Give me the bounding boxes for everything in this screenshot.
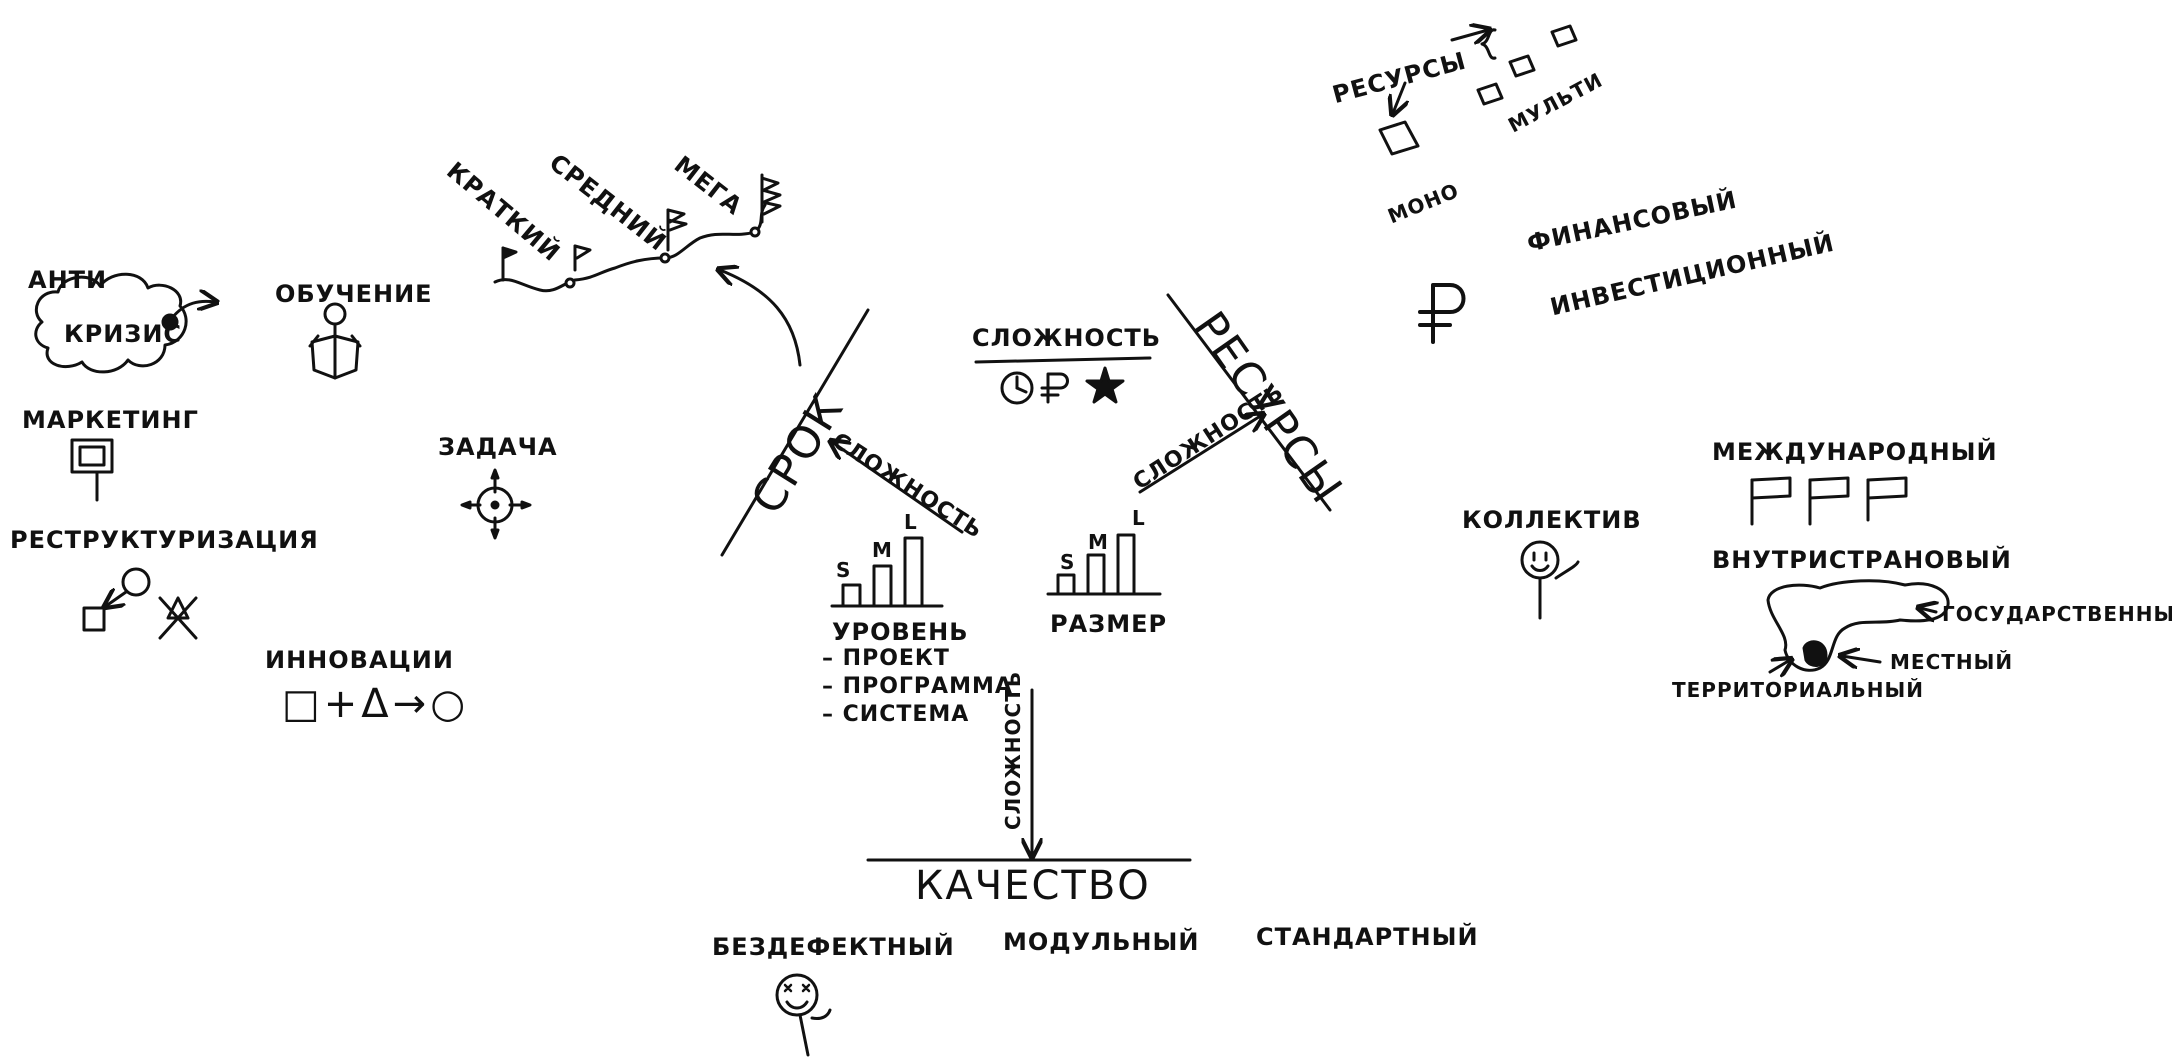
complexity-symbols-icon: [1000, 366, 1125, 405]
resources-complexity-arrow: [1138, 415, 1262, 494]
level-size-m: M: [872, 538, 893, 562]
marketing-sign-icon: [70, 438, 114, 502]
size-size-s: S: [1060, 550, 1076, 574]
restructuring-icon: [82, 567, 198, 640]
level-item-program: – ПРОГРАММА: [822, 674, 1013, 699]
quality-type-modular: МОДУЛЬНЫЙ: [1003, 928, 1200, 956]
task-label: ЗАДАЧА: [438, 433, 558, 461]
scope-territorial-label: ТЕРРИТОРИАЛЬНЫЙ: [1672, 678, 1924, 702]
quality-type-zero-defect: БЕЗДЕФЕКТНЫЙ: [712, 933, 955, 961]
level-title: УРОВЕНЬ: [832, 618, 969, 646]
marketing-label: МАРКЕТИНГ: [22, 406, 199, 434]
restructuring-label: РЕСТРУКТУРИЗАЦИЯ: [10, 526, 319, 554]
complexity-label: СЛОЖНОСТЬ: [972, 324, 1162, 352]
quality-type-standard: СТАНДАРТНЫЙ: [1256, 923, 1479, 951]
task-target-icon: [460, 468, 532, 540]
scope-domestic-label: ВНУТРИСТРАНОВЫЙ: [1712, 546, 2012, 574]
team-label: КОЛЛЕКТИВ: [1462, 506, 1642, 534]
level-bar-chart: [830, 536, 944, 608]
zero-defect-face-icon: [775, 973, 832, 1057]
horizon-mountain: [493, 173, 782, 293]
resources-axis-line: [1166, 293, 1332, 512]
duration-complexity-arrow: [832, 442, 964, 534]
resources-mono-multi-icon: [1378, 26, 1578, 156]
crisis-cloud-icon: [34, 272, 215, 374]
level-size-l: L: [904, 510, 918, 534]
territory-map-icon: [1766, 579, 1950, 672]
size-title: РАЗМЕР: [1050, 610, 1168, 638]
international-flags-icon: [1750, 476, 1908, 526]
size-size-m: M: [1088, 530, 1109, 554]
complexity-underline: [974, 356, 1152, 364]
size-size-l: L: [1132, 506, 1146, 530]
quality-complexity-label: СЛОЖНОСТЬ: [1001, 670, 1025, 830]
anti-label: АНТИ: [28, 266, 108, 294]
quality-label: КАЧЕСТВО: [915, 863, 1151, 909]
ruble-icon: [1418, 283, 1466, 344]
size-bar-chart: [1046, 533, 1162, 596]
scope-state-label: ГОСУДАРСТВЕННЫЙ: [1942, 602, 2172, 626]
team-person-icon: [1520, 540, 1580, 620]
scope-local-label: МЕСТНЫЙ: [1890, 650, 2014, 674]
innovation-label: ИННОВАЦИИ: [265, 646, 454, 674]
scope-international-label: МЕЖДУНАРОДНЫЙ: [1712, 438, 1998, 466]
level-size-s: S: [836, 558, 852, 582]
training-label: ОБУЧЕНИЕ: [275, 280, 433, 308]
level-item-system: – СИСТЕМА: [822, 702, 970, 727]
crisis-label: КРИЗИС: [64, 320, 183, 348]
training-icon: [308, 302, 362, 380]
innovation-formula: □+Δ→○: [282, 681, 470, 727]
level-item-project: – ПРОЕКТ: [822, 646, 950, 671]
duration-axis-line: [720, 308, 870, 557]
duration-to-horizon-arrow: [720, 270, 802, 367]
